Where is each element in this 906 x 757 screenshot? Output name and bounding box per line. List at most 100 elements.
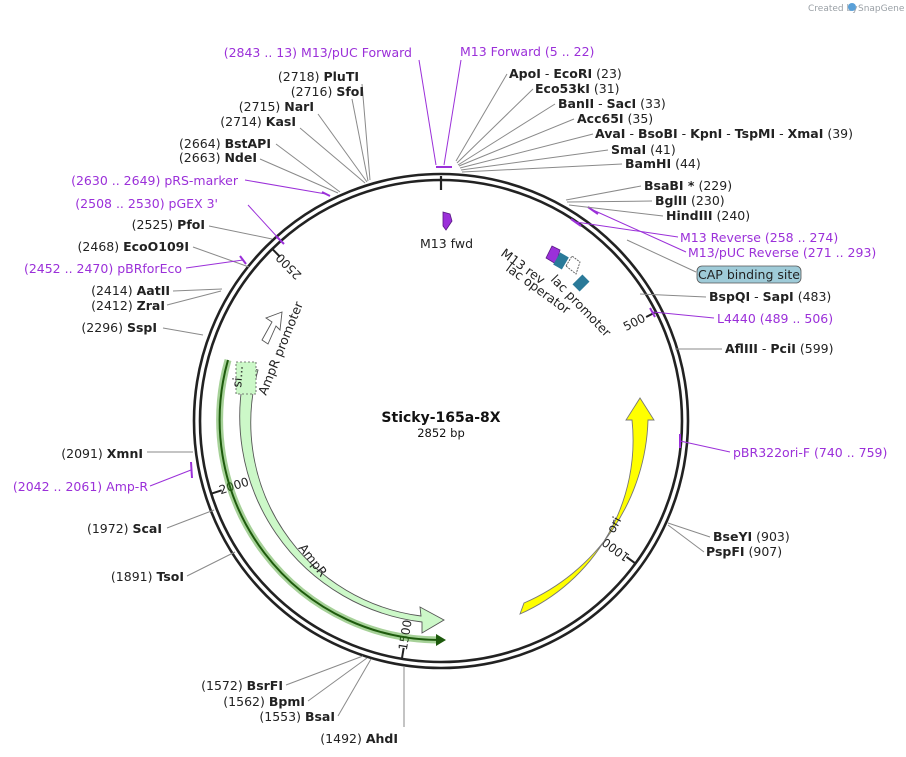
enzyme-label-ahdi[interactable]: (1492) AhdI bbox=[320, 731, 398, 746]
enzyme-separator: - bbox=[594, 96, 606, 111]
primer-range: (271 .. 293) bbox=[799, 245, 876, 260]
enzyme-label-bpmi[interactable]: (1562) BpmI bbox=[223, 694, 305, 709]
enzyme-position: (2716) bbox=[291, 84, 337, 99]
lac-operator-feature[interactable] bbox=[553, 252, 569, 270]
enzyme-name: BpmI bbox=[269, 694, 305, 709]
primer-range: (2508 .. 2530) bbox=[75, 196, 168, 211]
tick-mark bbox=[210, 489, 223, 495]
enzyme-label-tsoi[interactable]: (1891) TsoI bbox=[111, 569, 184, 584]
enzyme-name: NarI bbox=[284, 99, 314, 114]
plasmid-name: Sticky-165a-8X bbox=[381, 410, 500, 426]
enzyme-name: NdeI bbox=[224, 150, 257, 165]
primer-range: (5 .. 22) bbox=[541, 44, 594, 59]
primer-label-pbr322ori-f[interactable]: pBR322ori-F (740 .. 759) bbox=[733, 445, 887, 460]
enzyme-name: AhdI bbox=[366, 731, 398, 746]
enzyme-label-bsrfi[interactable]: (1572) BsrFI bbox=[201, 678, 283, 693]
enzyme-label-bsabi[interactable]: BsaBI * (229) bbox=[644, 178, 732, 193]
enzyme-name: AatII bbox=[137, 283, 170, 298]
enzyme-label-bsai[interactable]: (1553) BsaI bbox=[259, 709, 335, 724]
enzyme-label-hindiii[interactable]: HindIII (240) bbox=[666, 208, 750, 223]
tick-mark bbox=[625, 556, 637, 565]
tick-mark bbox=[400, 647, 405, 659]
enzyme-label-eco0109i[interactable]: (2468) EcoO109I bbox=[78, 239, 189, 254]
leader-cap bbox=[626, 239, 697, 273]
primer-label-m13puc-forward[interactable]: (2843 .. 13) M13/pUC Forward bbox=[224, 45, 412, 60]
enzyme-label-bglii[interactable]: BglII (230) bbox=[655, 193, 725, 208]
enzyme-label-ndei[interactable]: (2663) NdeI bbox=[179, 150, 257, 165]
primer-label-amp-r[interactable]: (2042 .. 2061) Amp-R bbox=[13, 479, 148, 494]
enzyme-label-xmni[interactable]: (2091) XmnI bbox=[61, 446, 143, 461]
enzyme-label-bspqi[interactable]: BspQI - SapI (483) bbox=[709, 289, 831, 304]
primer-name: M13/pUC Forward bbox=[301, 45, 412, 60]
ori-feature[interactable] bbox=[519, 397, 655, 615]
ampr-feature[interactable] bbox=[239, 365, 445, 634]
enzyme-label-pfoi[interactable]: (2525) PfoI bbox=[132, 217, 205, 232]
enzyme-label-avai[interactable]: AvaI - BsoBI - KpnI - TspMI - XmaI (39) bbox=[595, 126, 853, 141]
enzyme-label-smai[interactable]: SmaI (41) bbox=[611, 142, 676, 157]
enzyme-label-kasi[interactable]: (2714) KasI bbox=[220, 114, 296, 129]
primer-label-l4440[interactable]: L4440 (489 .. 506) bbox=[717, 311, 833, 326]
ampr-strand-arrowhead bbox=[436, 634, 446, 646]
leader-pluti bbox=[361, 83, 371, 181]
enzyme-name: AvaI bbox=[595, 126, 625, 141]
enzyme-position: (2664) bbox=[179, 136, 225, 151]
primer-label-m13-reverse[interactable]: M13 Reverse (258 .. 274) bbox=[680, 230, 838, 245]
enzyme-name: ZraI bbox=[137, 298, 165, 313]
enzyme-label-zrai[interactable]: (2412) ZraI bbox=[91, 298, 165, 313]
primer-label-pgex3[interactable]: (2508 .. 2530) pGEX 3' bbox=[75, 196, 218, 211]
primer-mark-amp-r bbox=[190, 461, 193, 479]
primer-name: L4440 bbox=[717, 311, 756, 326]
enzyme-label-apoi[interactable]: ApoI - EcoRI (23) bbox=[509, 66, 622, 81]
enzyme-label-afliii[interactable]: AflIII - PciI (599) bbox=[725, 341, 833, 356]
enzyme-position: (2718) bbox=[278, 69, 324, 84]
enzyme-label-bamhi[interactable]: BamHI (44) bbox=[625, 156, 701, 171]
primer-range: (2630 .. 2649) bbox=[71, 173, 164, 188]
ampr-signal-label: si... bbox=[229, 365, 246, 388]
primer-name: pBR322ori-F bbox=[733, 445, 810, 460]
ampr-promoter-feature[interactable] bbox=[261, 311, 283, 345]
enzyme-label-sspi[interactable]: (2296) SspI bbox=[81, 320, 157, 335]
cap-binding-site-box[interactable] bbox=[696, 265, 802, 284]
leader-aatii bbox=[172, 288, 223, 292]
primer-label-m13-forward[interactable]: M13 Forward (5 .. 22) bbox=[460, 44, 594, 59]
enzyme-position: (2663) bbox=[179, 150, 225, 165]
enzyme-name: BamHI bbox=[625, 156, 671, 171]
leader-hindiii bbox=[568, 204, 664, 217]
leader-bstapi bbox=[275, 143, 341, 193]
enzyme-name: XmnI bbox=[107, 446, 143, 461]
ampr-signal-feature[interactable] bbox=[235, 361, 257, 395]
enzyme-name: SspI bbox=[127, 320, 157, 335]
primer-label-prs-marker[interactable]: (2630 .. 2649) pRS-marker bbox=[71, 173, 239, 188]
leader-bsabi bbox=[565, 185, 642, 201]
enzyme-label-scai[interactable]: (1972) ScaI bbox=[87, 521, 162, 536]
cap-site-feature[interactable] bbox=[572, 274, 590, 292]
enzyme-label-pspfi[interactable]: PspFI (907) bbox=[706, 544, 782, 559]
enzyme-label-bseyi[interactable]: BseYI (903) bbox=[713, 529, 790, 544]
enzyme-label-bstapi[interactable]: (2664) BstAPI bbox=[179, 136, 271, 151]
primer-range: (2042 .. 2061) bbox=[13, 479, 106, 494]
lac-promoter-feature[interactable] bbox=[565, 255, 581, 275]
enzyme-name: HindIII bbox=[666, 208, 713, 223]
enzyme-label-pluti[interactable]: (2718) PluTI bbox=[278, 69, 359, 84]
enzyme-name: Acc65I bbox=[577, 111, 624, 126]
leader-prs-marker bbox=[244, 179, 327, 195]
primer-leader-lines bbox=[149, 59, 731, 487]
leader-eco0109i bbox=[192, 246, 250, 268]
primer-label-pbrforeco[interactable]: (2452 .. 2470) pBRforEco bbox=[24, 261, 182, 276]
enzyme-label-banii[interactable]: BanII - SacI (33) bbox=[558, 96, 666, 111]
enzyme-label-aatii[interactable]: (2414) AatII bbox=[91, 283, 170, 298]
m13fwd-feature[interactable] bbox=[442, 211, 453, 231]
enzyme-position: (1492) bbox=[320, 731, 366, 746]
enzyme-label-sfoi[interactable]: (2716) SfoI bbox=[291, 84, 364, 99]
leader-m13puc-forward bbox=[418, 59, 437, 166]
enzyme-name: PluTI bbox=[323, 69, 359, 84]
primer-label-m13puc-reverse[interactable]: M13/pUC Reverse (271 .. 293) bbox=[688, 245, 876, 260]
enzyme-label-nari[interactable]: (2715) NarI bbox=[239, 99, 314, 114]
enzyme-label-acc65i[interactable]: Acc65I (35) bbox=[577, 111, 653, 126]
leader-apoi bbox=[455, 73, 508, 162]
enzyme-label-eco53ki[interactable]: Eco53kI (31) bbox=[535, 81, 620, 96]
enzyme-position: (41) bbox=[646, 142, 676, 157]
enzyme-name: BspQI bbox=[709, 289, 750, 304]
leader-l4440 bbox=[652, 311, 715, 319]
backbone-outer-ring bbox=[192, 172, 690, 670]
